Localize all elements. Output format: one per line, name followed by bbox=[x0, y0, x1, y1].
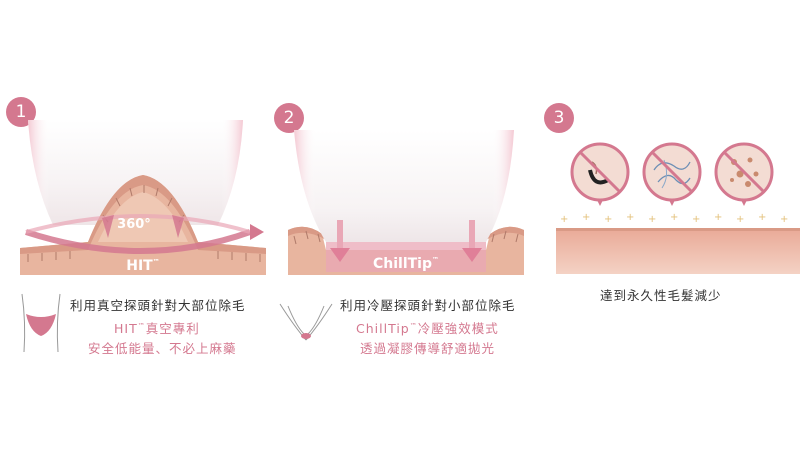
svg-text:+: + bbox=[692, 214, 700, 225]
step-2-badge: 2 bbox=[274, 103, 304, 133]
smooth-skin-illustration: + + + + + + + + + + + bbox=[556, 212, 800, 274]
step-1-line1: 利用真空探頭針對大部位除毛 bbox=[70, 298, 246, 313]
rotation-label: 360° bbox=[117, 217, 151, 232]
hit-tag: HIT bbox=[126, 258, 153, 274]
underarm-area-icon bbox=[279, 303, 333, 341]
result-icons bbox=[570, 142, 774, 206]
step-1-line3: 安全低能量、不必上麻藥 bbox=[88, 341, 237, 357]
svg-text:+: + bbox=[648, 214, 656, 225]
svg-text:+: + bbox=[780, 214, 788, 225]
bikini-area-icon bbox=[21, 293, 61, 353]
chilltip-tag: ChillTip bbox=[373, 256, 432, 272]
svg-text:+: + bbox=[626, 212, 634, 223]
vacuum-probe-illustration: 360° HIT™ bbox=[20, 120, 266, 275]
no-ingrown-hair-icon bbox=[642, 142, 702, 206]
step-2-panel: 2 bbox=[270, 0, 540, 450]
step-1-caption: 利用真空探頭針對大部位除毛 HIT™真空專利 安全低能量、不必上麻藥 bbox=[70, 296, 246, 359]
step-3-line1: 達到永久性毛髮減少 bbox=[600, 288, 722, 303]
svg-text:+: + bbox=[736, 214, 744, 225]
step-3-panel: 3 bbox=[540, 0, 800, 450]
step-2-caption: 利用冷壓探頭針對小部位除毛 ChillTip™冷壓強效模式 透過凝膠傳導舒適拋光 bbox=[340, 296, 516, 359]
step-2-line1: 利用冷壓探頭針對小部位除毛 bbox=[340, 298, 516, 313]
step-1-line2: HIT™真空專利 bbox=[114, 321, 200, 337]
step-3-badge: 3 bbox=[544, 103, 574, 133]
svg-text:+: + bbox=[758, 212, 766, 223]
svg-text:+: + bbox=[560, 214, 568, 225]
step-2-line3: 透過凝膠傳導舒適拋光 bbox=[360, 341, 496, 357]
svg-text:ChillTip™: ChillTip™ bbox=[373, 256, 439, 272]
step-1-badge: 1 bbox=[6, 97, 36, 127]
chilltip-probe-illustration: ChillTip™ bbox=[288, 130, 524, 275]
svg-text:+: + bbox=[714, 212, 722, 223]
svg-text:HIT™: HIT™ bbox=[126, 258, 159, 274]
svg-text:+: + bbox=[670, 212, 678, 223]
step-2-line2: ChillTip™冷壓強效模式 bbox=[356, 321, 499, 337]
svg-text:+: + bbox=[582, 212, 590, 223]
no-hair-follicle-icon bbox=[570, 142, 630, 206]
step-1-panel: 1 bbox=[0, 0, 270, 450]
no-spots-icon bbox=[714, 142, 774, 206]
svg-text:+: + bbox=[604, 214, 612, 225]
